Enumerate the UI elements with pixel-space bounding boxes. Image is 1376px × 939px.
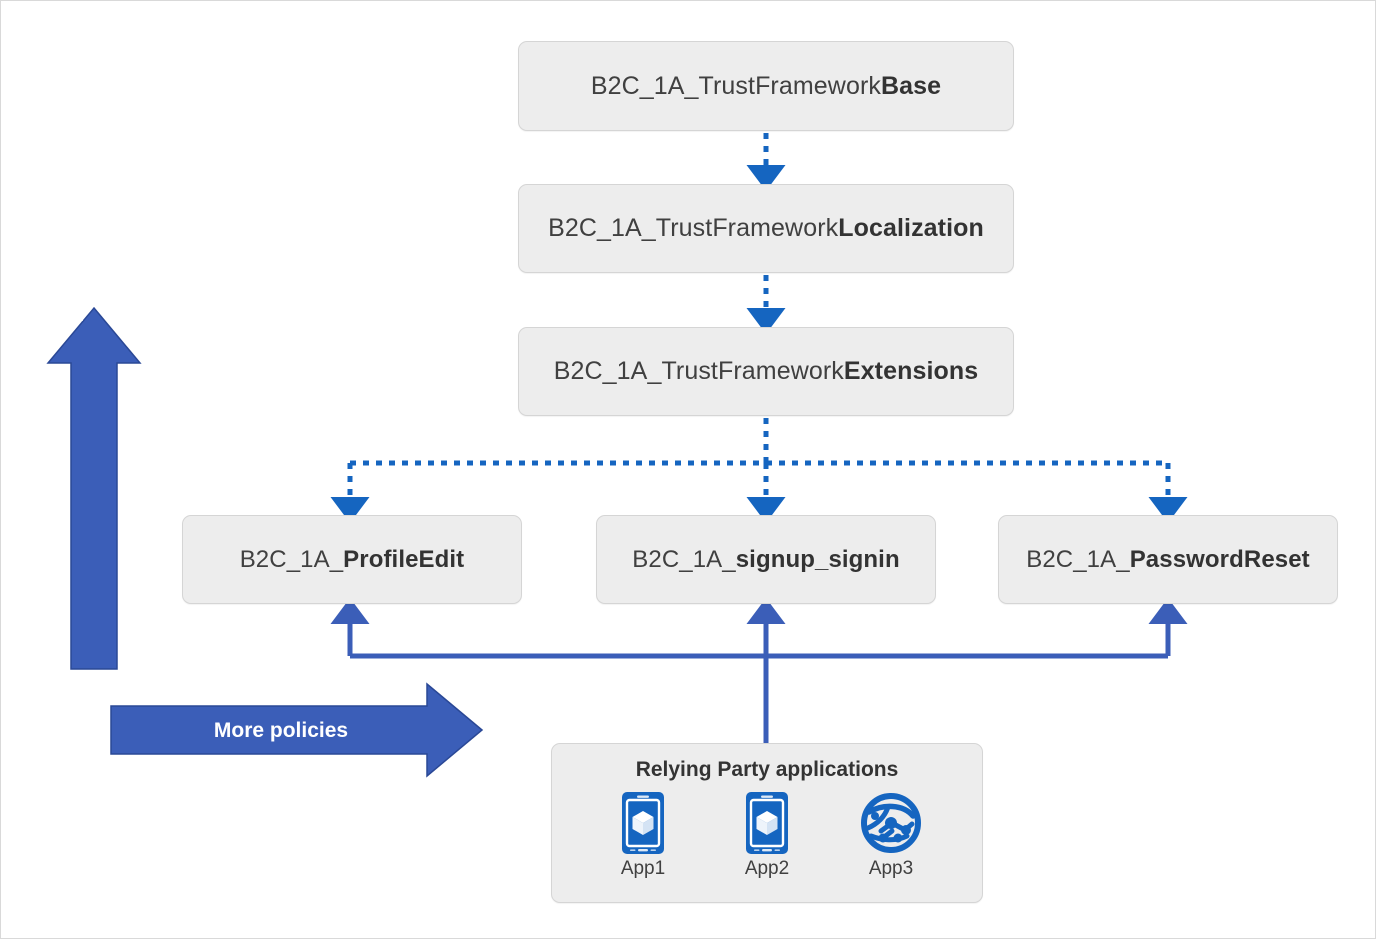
more-policies-label: More policies <box>213 719 349 742</box>
app-label: App3 <box>868 858 914 879</box>
policy-box-trustframeworklocalization[interactable]: B2C_1A_TrustFrameworkLocalization <box>518 184 1014 273</box>
policy-box-profileedit[interactable]: B2C_1A_ProfileEdit <box>182 515 522 604</box>
app-label: App2 <box>744 858 790 879</box>
policy-label: B2C_1A_TrustFrameworkLocalization <box>548 214 984 242</box>
policy-box-trustframeworkextensions[interactable]: B2C_1A_TrustFrameworkExtensions <box>518 327 1014 416</box>
policy-label: B2C_1A_TrustFrameworkExtensions <box>553 357 979 385</box>
more-policies-arrow <box>110 682 484 778</box>
relying-party-applications-panel: Relying Party applications <box>551 743 983 903</box>
more-inheritance-levels-arrow <box>46 306 142 670</box>
mobile-app-icon <box>737 790 797 856</box>
relying-party-panel-title: Relying Party applications <box>635 758 899 781</box>
web-app-globe-icon <box>861 790 921 856</box>
policy-box-signup-signin[interactable]: B2C_1A_signup_signin <box>596 515 936 604</box>
app-label: App1 <box>620 858 666 879</box>
more-inheritance-levels-label: More inheritance levels <box>65 89 88 323</box>
mobile-app-icon <box>613 790 673 856</box>
relying-party-app-list: App1 <box>552 790 982 880</box>
policy-label: B2C_1A_PasswordReset <box>1026 545 1310 573</box>
app-item-app2[interactable]: App2 <box>731 790 803 880</box>
app-item-app3[interactable]: App3 <box>855 790 927 880</box>
policy-box-passwordreset[interactable]: B2C_1A_PasswordReset <box>998 515 1338 604</box>
app-item-app1[interactable]: App1 <box>607 790 679 880</box>
policy-box-trustframeworkbase[interactable]: B2C_1A_TrustFrameworkBase <box>518 41 1014 131</box>
policy-label: B2C_1A_TrustFrameworkBase <box>590 71 942 100</box>
policy-label: B2C_1A_ProfileEdit <box>239 545 465 573</box>
policy-label: B2C_1A_signup_signin <box>632 545 900 573</box>
